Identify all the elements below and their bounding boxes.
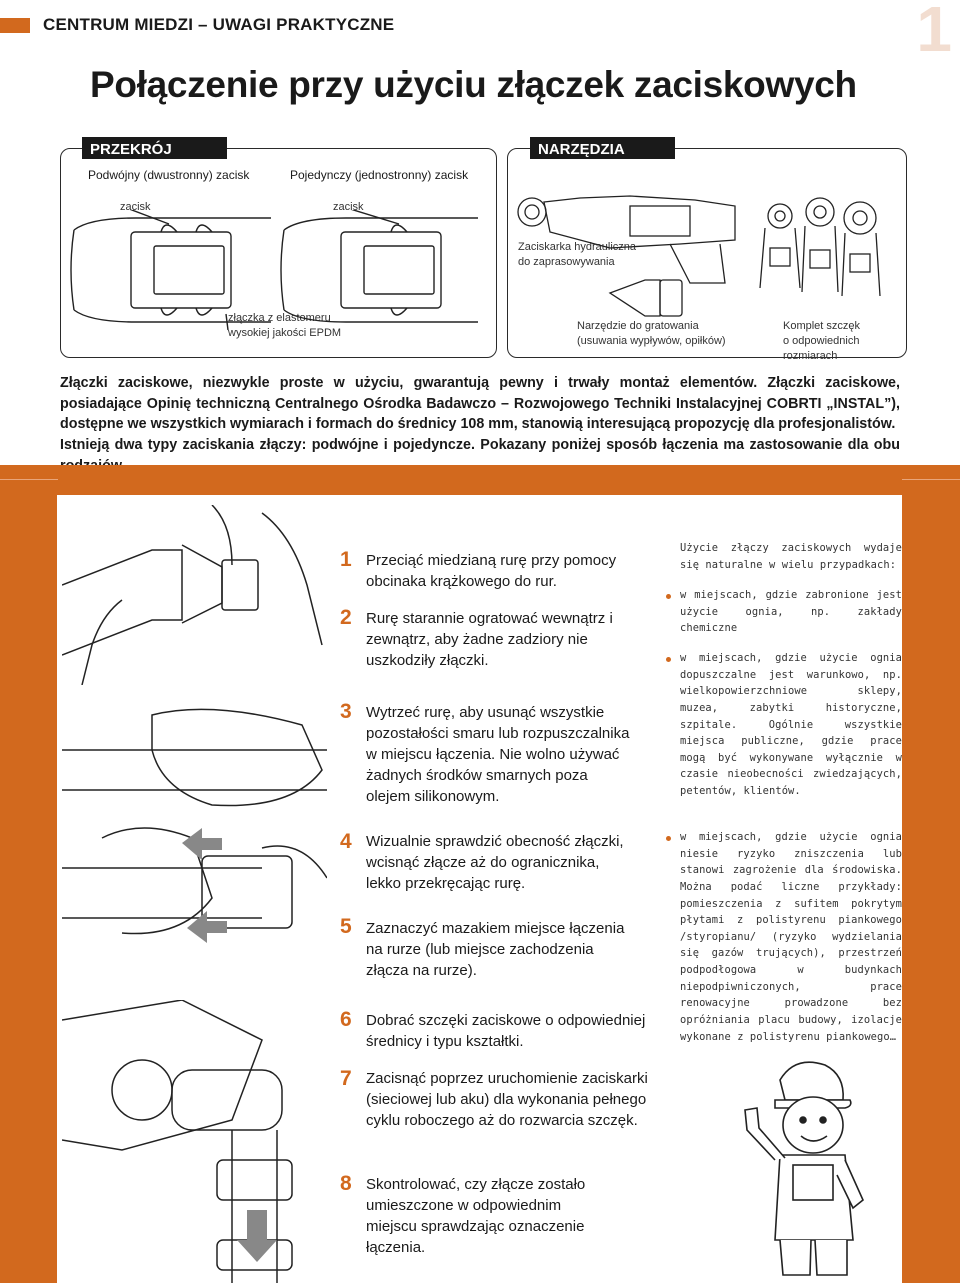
pressing-tool-illustration bbox=[517, 195, 881, 317]
page-number: 1 bbox=[916, 0, 952, 65]
usage-item-3: w miejscach, gdzie użycie ognia niesie r… bbox=[680, 831, 902, 1043]
band-divider-line bbox=[0, 479, 58, 480]
double-zacisk-label: zacisk bbox=[120, 201, 151, 213]
jaws-caption: Komplet szczęk o odpowiednich rozmiarach bbox=[783, 320, 861, 362]
step-4-number: 4 bbox=[340, 830, 352, 853]
step-6-text: Dobrać szczęki zaciskowe o odpowiedniej … bbox=[366, 1012, 646, 1050]
plumber-mascot-illustration bbox=[744, 1061, 864, 1276]
insert-fitting-step-illustration bbox=[62, 827, 327, 943]
step-2-number: 2 bbox=[340, 606, 352, 629]
double-press-title: Podwójny (dwustronny) zacisk bbox=[88, 168, 250, 182]
header-accent-square bbox=[0, 18, 30, 33]
step-1-number: 1 bbox=[340, 548, 352, 571]
single-zacisk-label: zacisk bbox=[333, 201, 364, 213]
usage-item-1: w miejscach, gdzie zabronione jest użyci… bbox=[680, 589, 902, 635]
usage-bullet bbox=[666, 594, 671, 599]
deburring-step-illustration bbox=[62, 505, 323, 685]
steps-panel bbox=[57, 495, 902, 1283]
step-3-text: Wytrzeć rurę, aby usunąć wszystkie pozos… bbox=[366, 704, 630, 805]
band-divider-line bbox=[902, 479, 960, 480]
page-title: Połączenie przy użyciu złączek zaciskowy… bbox=[90, 64, 857, 105]
step-5-text: Zaznaczyć mazakiem miejsce łączenia na r… bbox=[366, 920, 625, 979]
step-8-number: 8 bbox=[340, 1172, 352, 1195]
step-7-text: Zacisnąć poprzez uruchomienie zaciskarki… bbox=[366, 1070, 648, 1129]
intro-paragraph-1: Złączki zaciskowe, niezwykle proste w uż… bbox=[60, 375, 900, 433]
cross-section-box bbox=[60, 148, 497, 358]
fitting-cross-section-illustration bbox=[70, 210, 478, 331]
usage-bullet bbox=[666, 836, 671, 841]
step-1-text: Przeciąć miedzianą rurę przy pomocy obci… bbox=[366, 552, 617, 590]
tools-label: NARZĘDZIA bbox=[530, 137, 675, 159]
cross-section-label: PRZEKRÓJ bbox=[82, 137, 227, 159]
deburr-tool-caption: Narzędzie do gratowania (usuwania wypływ… bbox=[577, 320, 726, 347]
single-press-title: Pojedynczy (jednostronny) zacisk bbox=[290, 168, 469, 182]
intro-text: Złączki zaciskowe, niezwykle proste w uż… bbox=[60, 373, 900, 477]
usage-intro: Użycie złączy zaciskowych wydaje się nat… bbox=[680, 542, 902, 571]
step-5-number: 5 bbox=[340, 915, 352, 938]
step-6-number: 6 bbox=[340, 1008, 352, 1031]
usage-bullet bbox=[666, 657, 671, 662]
pressing-step-illustration bbox=[62, 1000, 293, 1283]
step-8-text: Skontrolować, czy złącze zostało umieszc… bbox=[366, 1176, 586, 1256]
step-3-number: 3 bbox=[340, 700, 352, 723]
wiping-step-illustration bbox=[62, 708, 327, 807]
tools-box bbox=[507, 148, 907, 358]
step-4-text: Wizualnie sprawdzić obecność złączki, wc… bbox=[366, 833, 624, 892]
step-7-number: 7 bbox=[340, 1067, 352, 1090]
section-header: CENTRUM MIEDZI – UWAGI PRAKTYCZNE bbox=[43, 15, 395, 34]
usage-item-2: w miejscach, gdzie użycie ognia dopuszcz… bbox=[680, 652, 902, 798]
step-2-text: Rurę starannie ogratować wewnątrz i zewn… bbox=[366, 610, 613, 669]
